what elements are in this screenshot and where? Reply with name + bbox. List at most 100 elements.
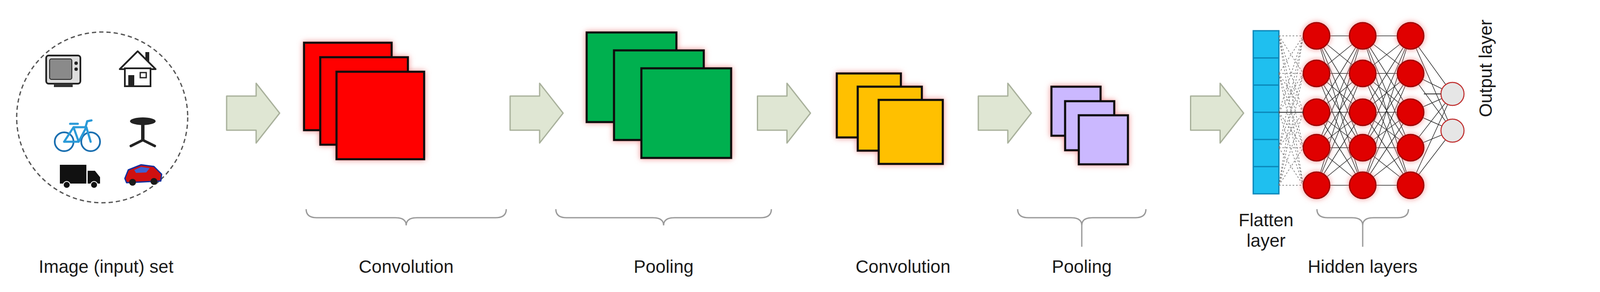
neuron [1397, 134, 1424, 162]
connection-stroke [1362, 73, 1411, 186]
convolution-stage: Convolution [304, 42, 425, 160]
output-neurons [1440, 82, 1465, 143]
flow-arrow [1190, 83, 1244, 144]
tv-knob [74, 61, 78, 65]
brace [1316, 209, 1409, 248]
connection-stroke [1278, 112, 1304, 186]
feature-map [878, 100, 943, 165]
connection-stroke [1316, 73, 1363, 186]
flow-arrow [757, 83, 811, 144]
feature-map [1078, 115, 1128, 165]
brace [555, 209, 772, 226]
car-wheel [150, 178, 158, 186]
neuron [1349, 60, 1376, 87]
stool-base [130, 140, 155, 147]
stool-icon [129, 117, 156, 147]
connection-stroke [1278, 73, 1304, 186]
stage-label: Flatten layer [1223, 210, 1309, 252]
flow-arrow [978, 83, 1032, 144]
stage-label: Convolution [855, 256, 951, 278]
neuron [1349, 172, 1376, 199]
stage-label: Convolution [358, 256, 454, 278]
stage-label: Hidden layers [1307, 256, 1418, 278]
flatten-cells [1253, 58, 1279, 168]
connection-stroke [1278, 185, 1304, 186]
connection-stroke [1278, 147, 1304, 186]
truck-wheel [63, 181, 71, 189]
connection-line [1278, 112, 1304, 113]
feature-map [641, 68, 732, 159]
feature-map-stack [836, 73, 943, 165]
stage-label: Pooling [633, 256, 694, 278]
flatten-bar [1253, 30, 1279, 195]
flow-arrow [226, 83, 280, 144]
car-icon [124, 165, 162, 186]
connection-stroke [1278, 35, 1304, 148]
flatten-layer: Flatten layer [1253, 30, 1279, 195]
connection-stroke [1278, 73, 1304, 74]
neuron [1303, 134, 1330, 162]
connection-line [1423, 93, 1441, 95]
neuron [1397, 60, 1424, 87]
neuron [1349, 99, 1376, 126]
connection-stroke [1278, 147, 1304, 186]
pooling-stage: Pooling [586, 32, 732, 159]
feature-map [336, 71, 425, 160]
brace [306, 209, 507, 226]
feature-map-stack [304, 42, 425, 160]
tv-knob [74, 67, 78, 71]
car-window [134, 167, 150, 174]
connection-stroke [1362, 73, 1411, 186]
connection-stroke [1278, 35, 1304, 113]
convolution-stage: Convolution [836, 73, 943, 165]
truck-cargo [59, 165, 87, 184]
output-layer: Output layer [1440, 82, 1465, 143]
input-set: Image (input) set [16, 32, 188, 204]
truck-wheel [90, 181, 98, 189]
hidden-neurons [1303, 22, 1424, 199]
connection-stroke [1362, 35, 1411, 148]
connection-stroke [1278, 35, 1304, 186]
house-door [128, 75, 135, 87]
tv-screen [49, 59, 72, 80]
connection-stroke [1362, 35, 1411, 148]
connection-stroke [1278, 35, 1304, 37]
connection-stroke [1278, 35, 1304, 74]
house-window [140, 72, 147, 78]
stool-pole [141, 123, 145, 142]
tv-body [46, 55, 81, 84]
truck-icon [59, 165, 101, 189]
neuron [1397, 22, 1424, 50]
connection-stroke [1278, 112, 1304, 113]
neuron [1349, 134, 1376, 162]
stage-label: Image (input) set [38, 256, 174, 278]
hidden-layers: Hidden layers [1303, 22, 1424, 199]
connection-stroke [1278, 35, 1304, 113]
bicycle-icon [54, 120, 101, 152]
connection-stroke [1278, 73, 1304, 186]
neuron [1303, 99, 1330, 126]
house-roof [119, 51, 156, 70]
connection-stroke [1316, 73, 1363, 186]
connection-stroke [1278, 35, 1304, 148]
brace [1017, 209, 1146, 248]
output-neuron [1440, 82, 1465, 106]
output-neuron [1440, 119, 1465, 143]
neuron [1303, 60, 1330, 87]
neuron [1397, 172, 1424, 199]
connection-stroke [1316, 35, 1363, 148]
bike-frame [64, 120, 92, 142]
neuron [1349, 22, 1376, 50]
stage-label: Output layer [1475, 19, 1497, 118]
input-circle [16, 32, 188, 204]
car-wheel [129, 179, 136, 186]
connection-stroke [1278, 112, 1304, 148]
connection-stroke [1278, 112, 1304, 186]
house-icon [119, 51, 156, 87]
connection-stroke [1316, 35, 1363, 148]
dense-connections [1278, 35, 1453, 186]
tv-icon [46, 55, 81, 88]
